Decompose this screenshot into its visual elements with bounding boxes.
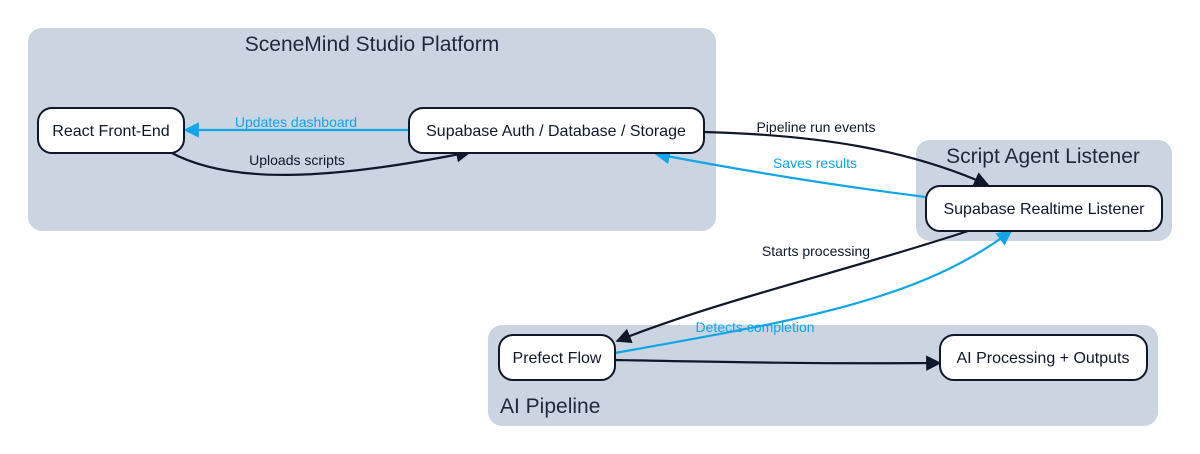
- node-supabase-auth-db-storage[interactable]: Supabase Auth / Database / Storage: [408, 107, 705, 154]
- edge-label: Updates dashboard: [235, 114, 357, 130]
- edge-label: Saves results: [773, 155, 857, 171]
- node-prefect-flow[interactable]: Prefect Flow: [498, 334, 616, 381]
- cluster-title: Script Agent Listener: [946, 145, 1140, 168]
- node-box[interactable]: [498, 334, 616, 381]
- node-box[interactable]: [925, 185, 1163, 232]
- node-label: AI Processing + Outputs: [957, 350, 1130, 367]
- edge-label: Uploads scripts: [249, 152, 345, 168]
- edge-saves-results: Saves results: [654, 149, 927, 199]
- node-box[interactable]: [37, 107, 185, 154]
- node-ai-processing-outputs[interactable]: AI Processing + Outputs: [939, 334, 1148, 381]
- node-label: Supabase Realtime Listener: [943, 201, 1145, 218]
- edge-label: Starts processing: [762, 243, 870, 259]
- node-react-front-end[interactable]: React Front-End: [37, 107, 185, 154]
- edge-updates-dashboard: Updates dashboard: [183, 114, 409, 138]
- edge-detects-completion: Detects completion: [614, 230, 1013, 355]
- edge-flow-to-ai-processing: [614, 355, 942, 371]
- node-label: Prefect Flow: [513, 350, 602, 367]
- cluster-title: SceneMind Studio Platform: [245, 33, 499, 56]
- edge-line: [654, 149, 927, 199]
- edge-label: Pipeline run events: [756, 119, 875, 135]
- edge-line: [614, 355, 942, 371]
- edge-line: [703, 130, 990, 187]
- edge-pipeline-run-events: Pipeline run events: [703, 119, 990, 187]
- edge-starts-processing: Starts processing: [615, 229, 969, 344]
- node-label: Supabase Auth / Database / Storage: [426, 123, 686, 140]
- edge-label: Detects completion: [695, 319, 814, 335]
- node-box[interactable]: [939, 334, 1148, 381]
- cluster-title: AI Pipeline: [500, 395, 600, 418]
- edge-line: [614, 230, 1013, 355]
- node-label: React Front-End: [52, 123, 169, 140]
- node-supabase-realtime-listener[interactable]: Supabase Realtime Listener: [925, 185, 1163, 232]
- edge-line: [615, 229, 969, 344]
- edge-line: [169, 147, 472, 176]
- node-box[interactable]: [408, 107, 705, 154]
- edge-uploads-scripts: Uploads scripts: [169, 147, 472, 176]
